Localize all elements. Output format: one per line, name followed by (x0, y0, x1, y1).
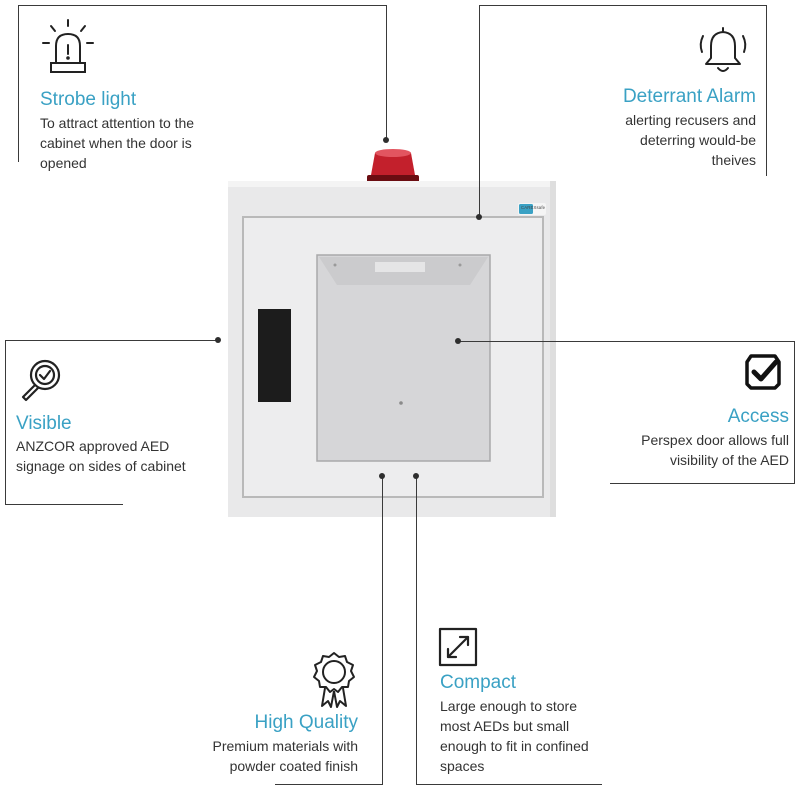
access-callout-line (794, 341, 795, 484)
access-callout-dot (455, 338, 461, 344)
feature-description: Large enough to store most AEDs but smal… (440, 698, 589, 774)
compact-callout-dot (413, 473, 419, 479)
quality-callout-line (382, 476, 383, 784)
alarm-callout-line (479, 5, 766, 6)
perspex-window (316, 254, 491, 462)
quality-callout-dot (379, 473, 385, 479)
feature-description: Premium materials with powder coated fin… (212, 738, 358, 774)
feature-title: Access (727, 406, 789, 427)
award-rosette-icon (309, 650, 359, 710)
strobe-callout-line (18, 5, 19, 162)
feature-visible: Visible ANZCOR approved AED signage on s… (16, 413, 216, 476)
feature-compact: Compact Large enough to store most AEDs … (440, 672, 600, 776)
feature-deterrant-alarm: Deterrant Alarm alerting recusers and de… (556, 86, 756, 170)
compact-callout-line (416, 476, 417, 784)
feature-title: Strobe light (40, 89, 137, 110)
feature-access: Access Perspex door allows full visibili… (589, 406, 789, 470)
visible-callout-dot (215, 337, 221, 343)
access-callout-line (610, 483, 795, 484)
magnifier-check-icon (18, 357, 64, 403)
alarm-callout-dot (476, 214, 482, 220)
alarm-callout-line (766, 5, 767, 176)
feature-description: ANZCOR approved AED signage on sides of … (16, 438, 186, 474)
visible-callout-line (5, 504, 123, 505)
siren-icon (37, 17, 99, 77)
strobe-callout-line (386, 5, 387, 140)
feature-title: Deterrant Alarm (622, 86, 756, 107)
visible-callout-line (5, 340, 6, 505)
alarm-callout-line (479, 5, 480, 217)
feature-title: High Quality (254, 712, 359, 733)
expand-arrows-icon (438, 627, 478, 667)
feature-description: To attract attention to the cabinet when… (40, 115, 195, 171)
shield-check-icon (743, 352, 783, 392)
feature-description: alerting recusers and deterring would-be… (625, 112, 756, 168)
feature-description: Perspex door allows full visibility of t… (641, 432, 789, 468)
bell-icon (695, 22, 751, 78)
feature-strobe-light: Strobe light To attract attention to the… (40, 89, 240, 173)
strobe-callout-dot (383, 137, 389, 143)
feature-title: Compact (440, 672, 517, 693)
visible-callout-line (5, 340, 218, 341)
strobe-callout-line (18, 5, 386, 6)
feature-title: Visible (16, 413, 72, 434)
brand-label: CAREXsafe (521, 205, 546, 211)
access-callout-line (460, 341, 794, 342)
feature-high-quality: High Quality Premium materials with powd… (158, 712, 358, 776)
door-handle (258, 309, 291, 402)
aed-cabinet-illustration (225, 145, 560, 520)
compact-callout-line (416, 784, 602, 785)
quality-callout-line (275, 784, 383, 785)
